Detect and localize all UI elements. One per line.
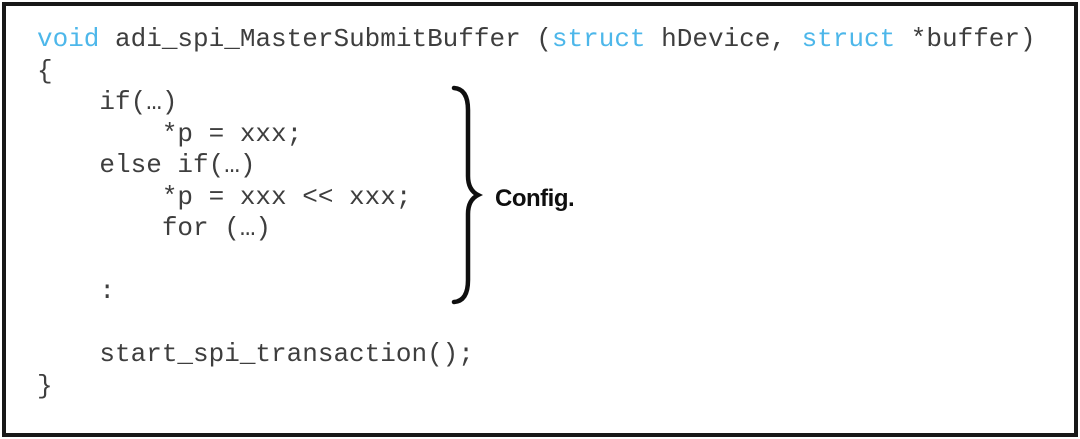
config-annotation-label: Config. xyxy=(495,185,575,212)
code-line: for (…) xyxy=(37,213,1036,245)
code-text: else if(…) xyxy=(37,150,256,180)
code-block: void adi_spi_MasterSubmitBuffer (struct … xyxy=(37,24,1036,402)
code-text: } xyxy=(37,370,53,401)
code-text: for (…) xyxy=(37,213,272,243)
code-line: start_spi_transaction(); xyxy=(37,339,1036,371)
code-line-blank xyxy=(37,245,1036,277)
code-line-signature: void adi_spi_MasterSubmitBuffer (struct … xyxy=(37,24,1036,56)
code-text: adi_spi_MasterSubmitBuffer ( xyxy=(99,24,552,54)
code-text: hDevice, xyxy=(645,24,802,54)
code-line: if(…) xyxy=(37,87,1036,119)
code-text: *p = xxx; xyxy=(37,118,303,149)
code-line: : xyxy=(37,276,1036,308)
keyword-token: struct xyxy=(551,24,646,54)
code-text: if(…) xyxy=(37,87,178,117)
code-text: start_spi_transaction(); xyxy=(37,339,474,369)
code-line-blank xyxy=(37,308,1036,340)
code-text: *p = xxx << xxx; xyxy=(37,181,412,212)
code-line: } xyxy=(37,371,1036,403)
code-text: : xyxy=(37,276,116,306)
code-line: *p = xxx << xxx; xyxy=(37,182,1036,214)
keyword-token: struct xyxy=(801,24,896,54)
code-line: *p = xxx; xyxy=(37,119,1036,151)
code-text: *buffer) xyxy=(895,24,1036,54)
config-brace-icon xyxy=(447,84,483,306)
keyword-token: void xyxy=(37,24,100,54)
code-text: { xyxy=(37,55,53,86)
code-line: else if(…) xyxy=(37,150,1036,182)
code-line: { xyxy=(37,56,1036,88)
